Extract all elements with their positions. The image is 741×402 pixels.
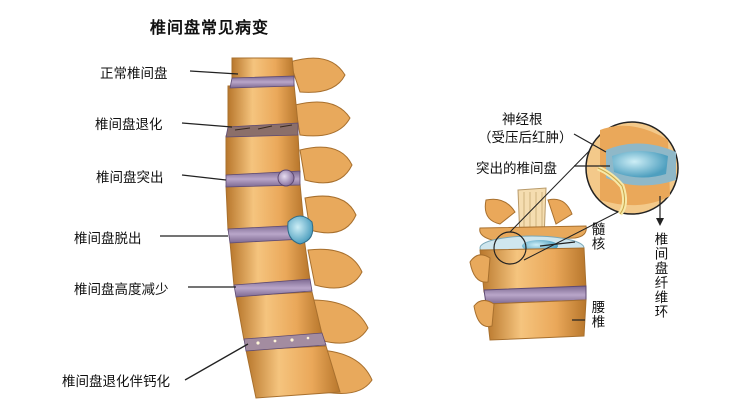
- zoom-detail: [509, 121, 679, 261]
- lumbar-spine-side-view: [225, 57, 373, 399]
- label-disc-extrusion: 椎间盘脱出: [74, 231, 142, 247]
- label-disc-degeneration: 椎间盘退化: [95, 117, 163, 133]
- label-disc-height-loss: 椎间盘高度减少: [74, 282, 169, 298]
- label-disc-calcification: 椎间盘退化伴钙化: [62, 374, 170, 390]
- left-leader-lines: [160, 70, 249, 381]
- label-nerve-root-note: （受压后红肿）: [478, 130, 573, 146]
- disc-bulge: [277, 169, 295, 187]
- label-disc-protrusion: 椎间盘突出: [96, 170, 164, 186]
- calcification-spots: [256, 336, 310, 345]
- lumbar-segment-3d: [469, 187, 587, 341]
- disc-herniation: [287, 215, 314, 245]
- right-leader-lines: [539, 133, 664, 321]
- label-normal-disc: 正常椎间盘: [100, 66, 168, 82]
- label-annulus-fibrosus: 椎间盘纤维环: [651, 232, 668, 319]
- label-nucleus: 髓核: [588, 222, 605, 251]
- label-nerve-root: 神经根: [502, 112, 543, 128]
- label-lumbar-vertebra: 腰椎: [588, 300, 605, 329]
- diagram-title: 椎间盘常见病变: [150, 18, 270, 37]
- label-protruded-disc: 突出的椎间盘: [476, 161, 557, 177]
